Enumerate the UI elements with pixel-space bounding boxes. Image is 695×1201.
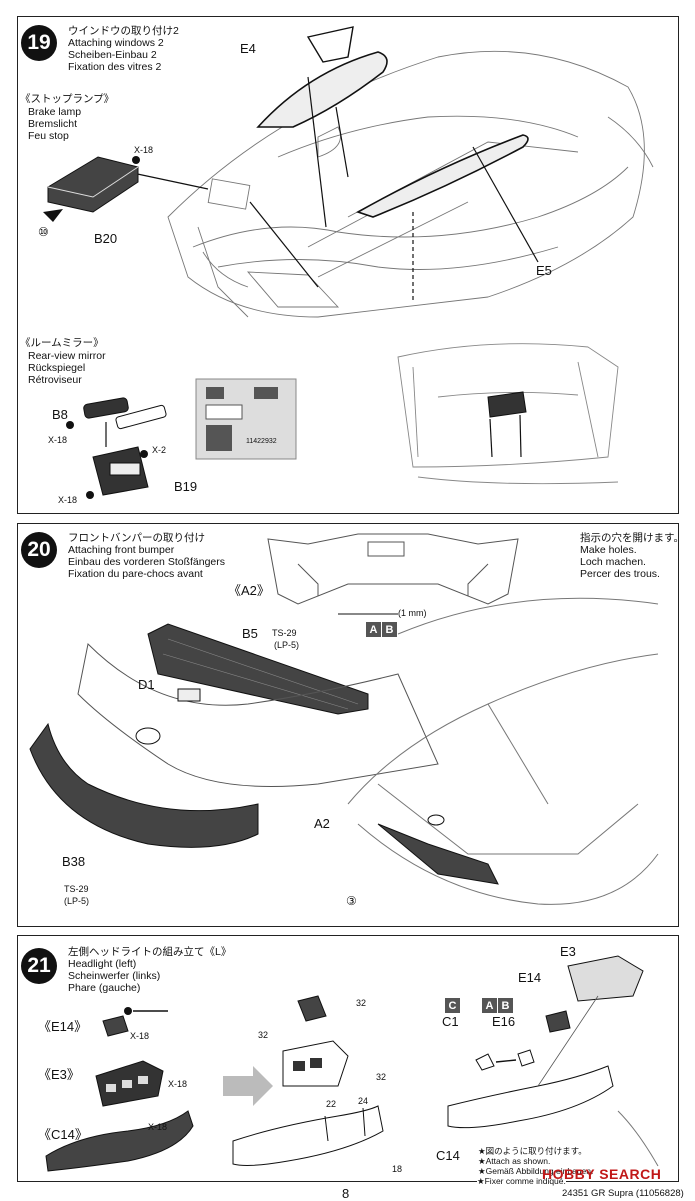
part-b38: B38 xyxy=(62,854,86,869)
callout-22: 22 xyxy=(326,1099,337,1109)
product-code: 24351 GR Supra (11056828) xyxy=(562,1188,684,1199)
brake-lamp-jp: 《ストップランプ》 xyxy=(20,93,115,105)
mirror-fr: Rétroviseur xyxy=(28,374,82,386)
tag-c: C xyxy=(445,998,460,1013)
attach-de: ★Gemäß Abbildung einbauen. xyxy=(478,1166,594,1176)
watermark: HOBBY SEARCH xyxy=(542,1166,662,1182)
attach-en: ★Attach as shown. xyxy=(478,1156,551,1166)
part-b20: B20 xyxy=(94,231,118,246)
step-21-title-de: Scheinwerfer (links) xyxy=(68,970,161,982)
tag-a: A xyxy=(366,622,381,637)
part-b5: B5 xyxy=(242,626,258,641)
part-a2: A2 xyxy=(314,816,330,831)
part-e14: E14 xyxy=(518,970,542,985)
brake-lamp-de: Bremslicht xyxy=(28,118,78,130)
step-20-number: 20 xyxy=(21,532,57,568)
part-c1: C1 xyxy=(442,1014,459,1029)
part-d1: D1 xyxy=(138,677,155,692)
b5-lp: (LP-5) xyxy=(274,640,300,650)
brake-lamp-fr: Feu stop xyxy=(28,130,69,142)
mirror-paint-1: X-18 xyxy=(48,435,68,445)
b38-lp: (LP-5) xyxy=(64,896,90,906)
c14-view-label: 《C14》 xyxy=(38,1127,88,1142)
step-21-panel: 21 左側ヘッドライトの組み立て《L》 Headlight (left) Sch… xyxy=(17,935,679,1182)
part-b8: B8 xyxy=(52,407,68,422)
a2-view-label: 《A2》 xyxy=(228,583,270,598)
callout-24: 24 xyxy=(358,1096,369,1106)
brake-lamp-paint: X-18 xyxy=(134,145,154,155)
part-e5: E5 xyxy=(536,263,552,278)
page-number: 8 xyxy=(342,1186,350,1201)
step-20-panel: 20 フロントバンパーの取り付け Attaching front bumper … xyxy=(17,523,679,927)
step-19-number: 19 xyxy=(21,25,57,61)
mirror-paint-3: X-18 xyxy=(58,495,78,505)
callout-32-b: 32 xyxy=(258,1030,269,1040)
callout-32-a: 32 xyxy=(356,998,367,1008)
attach-fr: ★Fixer comme indiqué. xyxy=(477,1176,566,1186)
part-e16: E16 xyxy=(492,1014,516,1029)
step-21-title-fr: Phare (gauche) xyxy=(68,982,141,994)
e3-view-label: 《E3》 xyxy=(38,1067,80,1082)
e3-paint: X-18 xyxy=(168,1079,188,1089)
mirror-paint-2: X-2 xyxy=(152,445,167,455)
step-21-drawing xyxy=(45,955,659,1172)
holes-fr: Percer des trous. xyxy=(580,568,660,580)
e14-paint: X-18 xyxy=(130,1031,150,1041)
callout-10: ⑩ xyxy=(38,225,49,239)
step-19-title-de: Scheiben-Einbau 2 xyxy=(68,49,157,61)
holes-en: Make holes. xyxy=(580,544,637,556)
step-20-drawing xyxy=(29,533,659,905)
mirror-de: Rückspiegel xyxy=(28,362,86,374)
step-21-c-tag: C xyxy=(445,998,460,1013)
callout-18: 18 xyxy=(392,1164,403,1174)
step-20-ab-tag: A B xyxy=(366,622,397,637)
step-19-panel: 19 ウインドウの取り付け2 Attaching windows 2 Schei… xyxy=(17,16,679,514)
decal-code: 11422932 xyxy=(246,438,277,445)
drill-size: (1 mm) xyxy=(398,608,427,618)
holes-de: Loch machen. xyxy=(580,556,646,568)
mirror-jp: 《ルームミラー》 xyxy=(20,337,104,349)
step-20-title-jp: フロントバンパーの取り付け xyxy=(68,532,206,544)
part-e3: E3 xyxy=(560,944,576,959)
step-20-title-de: Einbau des vorderen Stoßfängers xyxy=(68,556,226,568)
part-c14: C14 xyxy=(436,1148,460,1163)
brake-lamp-en: Brake lamp xyxy=(28,106,82,118)
step-19-drawing xyxy=(43,26,654,499)
part-b19: B19 xyxy=(174,479,198,494)
step-19-title-jp: ウインドウの取り付け2 xyxy=(68,25,179,37)
c14-paint: X-18 xyxy=(148,1122,168,1132)
tag-b: B xyxy=(498,998,513,1013)
step-21-title-en: Headlight (left) xyxy=(68,958,137,970)
mirror-en: Rear-view mirror xyxy=(28,350,106,362)
tag-a: A xyxy=(482,998,497,1013)
step-21-title-jp: 左側ヘッドライトの組み立て《L》 xyxy=(68,946,232,958)
b38-paint: TS-29 xyxy=(64,884,89,894)
callout-32-c: 32 xyxy=(376,1072,387,1082)
step-19-title-fr: Fixation des vitres 2 xyxy=(68,61,162,73)
tag-b: B xyxy=(382,622,397,637)
holes-jp: 指示の穴を開けます。 xyxy=(580,532,679,544)
step-19-title-en: Attaching windows 2 xyxy=(68,37,164,49)
step-20-title-fr: Fixation du pare-chocs avant xyxy=(68,568,203,580)
step-20-title-en: Attaching front bumper xyxy=(68,544,175,556)
b5-paint: TS-29 xyxy=(272,628,297,638)
e14-view-label: 《E14》 xyxy=(38,1019,88,1034)
step-21-ab-tag: A B xyxy=(482,998,513,1013)
part-e4: E4 xyxy=(240,41,256,56)
callout-3: ③ xyxy=(346,894,357,908)
attach-jp: ★図のように取り付けます。 xyxy=(478,1146,587,1156)
step-21-number: 21 xyxy=(21,948,57,984)
